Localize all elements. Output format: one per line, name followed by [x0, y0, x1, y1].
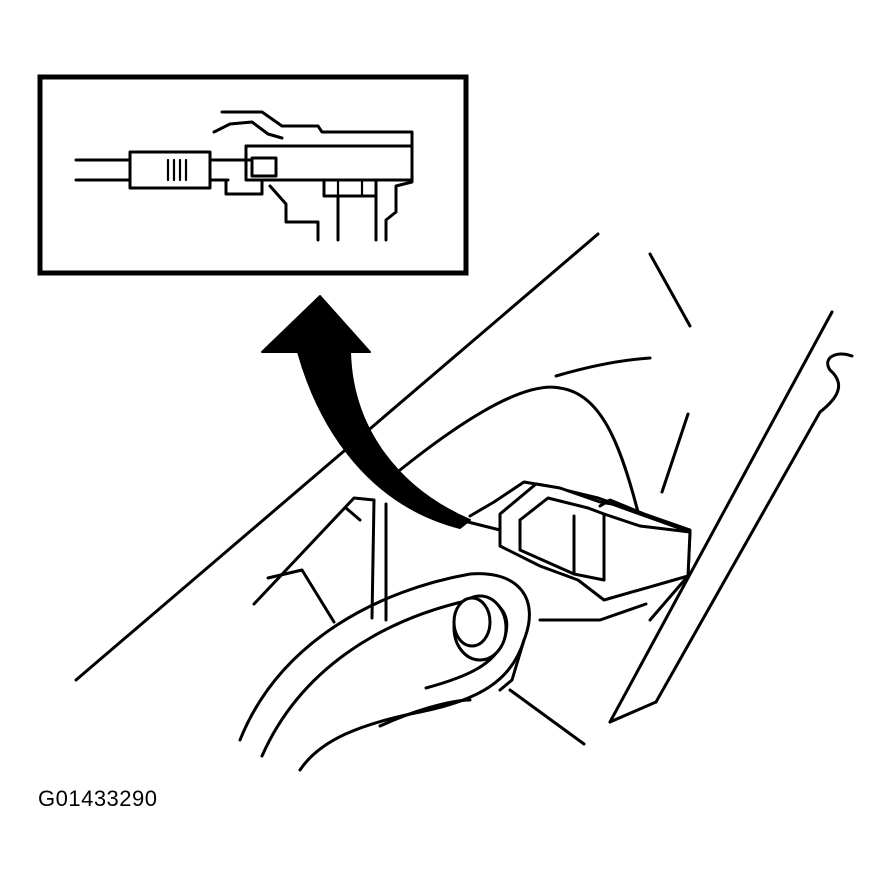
figure-id-label: G01433290 [38, 786, 158, 811]
bracket-edge-right [654, 352, 854, 704]
mounting-bracket [238, 572, 648, 772]
sensor-connector [458, 480, 692, 622]
main-illustration [74, 232, 854, 772]
body-panel-edge-right [608, 310, 834, 724]
housing-contour [398, 385, 642, 522]
curved-arrow-icon [261, 295, 471, 529]
inset-detail-view [37, 74, 469, 276]
inset-connector-housing [212, 110, 414, 242]
body-panel-edge [74, 232, 600, 682]
inset-connector-wire [74, 150, 252, 190]
mounting-bolt [452, 594, 508, 662]
